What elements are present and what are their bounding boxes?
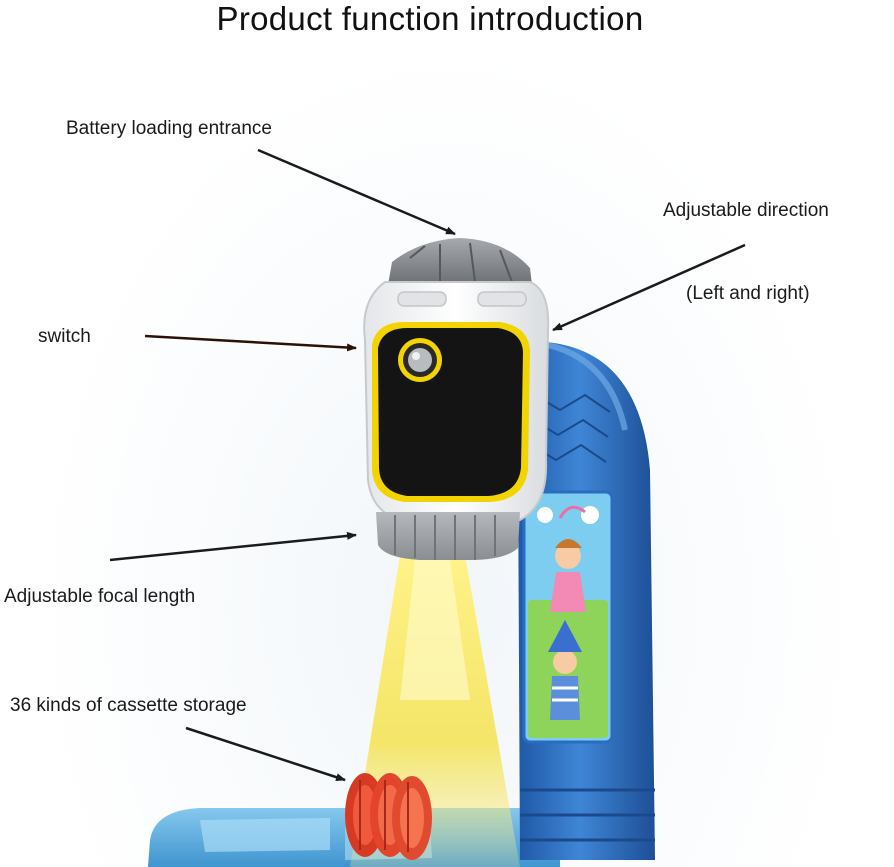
label-battery-loading-entrance: Battery loading entrance [66,118,272,139]
label-switch: switch [38,326,91,347]
arrow-focal [109,531,357,562]
cassette-wheels [345,773,432,860]
label-adjustable-direction: Adjustable direction [663,200,829,221]
arrow-battery [257,148,456,236]
projector-head [363,238,550,560]
label-adjustable-focal-length: Adjustable focal length [4,586,196,607]
callout-arrows [109,148,746,782]
label-left-and-right: (Left and right) [686,283,810,304]
label-cassette-storage: 36 kinds of cassette storage [10,695,247,716]
arrow-storage [185,726,346,782]
arrow-direction [552,243,746,332]
arrow-switch [144,334,357,352]
page-title: Product function introduction [216,0,644,37]
cartoon-sticker [522,490,614,744]
